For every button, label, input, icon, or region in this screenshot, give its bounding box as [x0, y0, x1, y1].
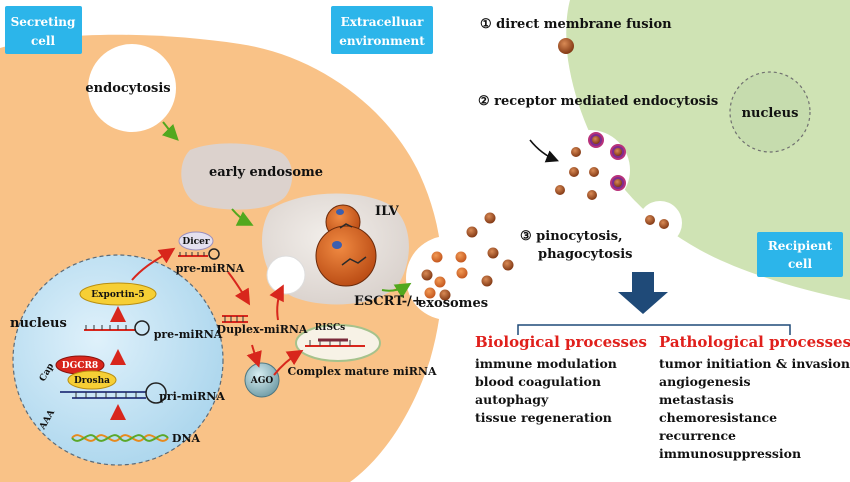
pathological-item: recurrence — [659, 428, 736, 443]
pre-mirna-cyto-label: pre-miRNA — [176, 262, 245, 275]
pathological-item: metastasis — [659, 392, 734, 407]
pathological-item: tumor initiation & invasion — [659, 356, 850, 371]
dicer-protein — [178, 231, 214, 251]
biological-title: Biological processes — [475, 333, 647, 351]
extracellular-label-2: environment — [339, 34, 425, 48]
risc-complex — [295, 324, 381, 362]
recipient-nucleus — [729, 71, 811, 153]
endocytosis-label: endocytosis — [85, 81, 170, 96]
biological-item: autophagy — [475, 392, 549, 407]
extracellular-label-1: Extracelluar — [341, 15, 425, 29]
recipient-cell: nucleus — [550, 0, 850, 300]
secreting-cell — [0, 34, 443, 482]
biological-item: tissue regeneration — [475, 410, 612, 425]
biological-processes: Biological processes immune modulation b… — [475, 333, 647, 425]
duplex-mirna-label: Duplex-miRNA — [217, 323, 308, 336]
exportin5-label: Exportin-5 — [91, 290, 144, 300]
pathological-processes: Pathological processes tumor initiation … — [659, 333, 850, 461]
dicer-label: Dicer — [182, 237, 209, 247]
secreting-cell-label-2: cell — [31, 34, 56, 48]
biological-item: immune modulation — [475, 356, 617, 371]
secreting-cell-label-1: Secreting — [11, 15, 76, 29]
pinocytosis-label-1: ③ pinocytosis, — [520, 229, 623, 244]
recipient-cell-box: Recipient cell — [757, 232, 843, 277]
budding-vesicle — [266, 255, 306, 295]
pathological-item: immunosuppression — [659, 446, 801, 461]
exosomes-internalized — [555, 132, 669, 229]
fusing-exosome — [558, 38, 574, 54]
exportin5-protein — [79, 282, 157, 306]
endocytosis-pocket — [88, 44, 176, 132]
pathological-title: Pathological processes — [659, 333, 850, 351]
recipient-nucleus-label: nucleus — [742, 106, 799, 121]
exosomes-free — [466, 38, 574, 287]
recipient-cell-label-1: Recipient — [768, 239, 833, 253]
exosomes-released — [421, 251, 468, 301]
escrt-label: ESCRT-/+ — [354, 294, 423, 309]
down-arrow — [618, 272, 668, 314]
pri-mirna-label: pri-miRNA — [159, 390, 225, 403]
drosha-label: Drosha — [74, 376, 110, 386]
dna-label: DNA — [172, 432, 201, 445]
exosomes-label: exosomes — [418, 296, 488, 311]
ago-label: AGO — [250, 376, 274, 386]
flow-arrows — [110, 121, 791, 420]
dna-helix — [71, 434, 169, 442]
pinocytosis-label-2: phagocytosis — [538, 247, 632, 262]
complex-mature-mirna-label: Complex mature miRNA — [287, 365, 436, 378]
receptor-endocytosis-label: ② receptor mediated endocytosis — [478, 94, 718, 109]
biological-item: blood coagulation — [475, 374, 601, 389]
drosha-protein — [67, 370, 117, 390]
ago-protein — [244, 362, 280, 398]
pre-mirna-nuc-label: pre-miRNA — [154, 328, 223, 341]
pathological-item: angiogenesis — [659, 374, 751, 389]
riscs-label: RISCs — [315, 323, 345, 333]
recipient-cell-label-2: cell — [788, 257, 813, 271]
dgcr8-label: DGCR8 — [62, 361, 98, 371]
early-endosome-label: early endosome — [209, 165, 323, 180]
secreting-nucleus-label: nucleus — [10, 316, 67, 331]
secreting-cell-box: Secreting cell — [5, 6, 82, 54]
early-endosome — [181, 143, 293, 210]
processes-bracket — [517, 324, 791, 335]
pathological-item: chemoresistance — [659, 410, 777, 425]
released-exosome-area — [406, 236, 490, 320]
ilv-label: ILV — [375, 204, 400, 219]
extracellular-box: Extracelluar environment — [331, 6, 433, 54]
ilv-large — [315, 225, 377, 287]
direct-fusion-label: ① direct membrane fusion — [480, 17, 672, 32]
